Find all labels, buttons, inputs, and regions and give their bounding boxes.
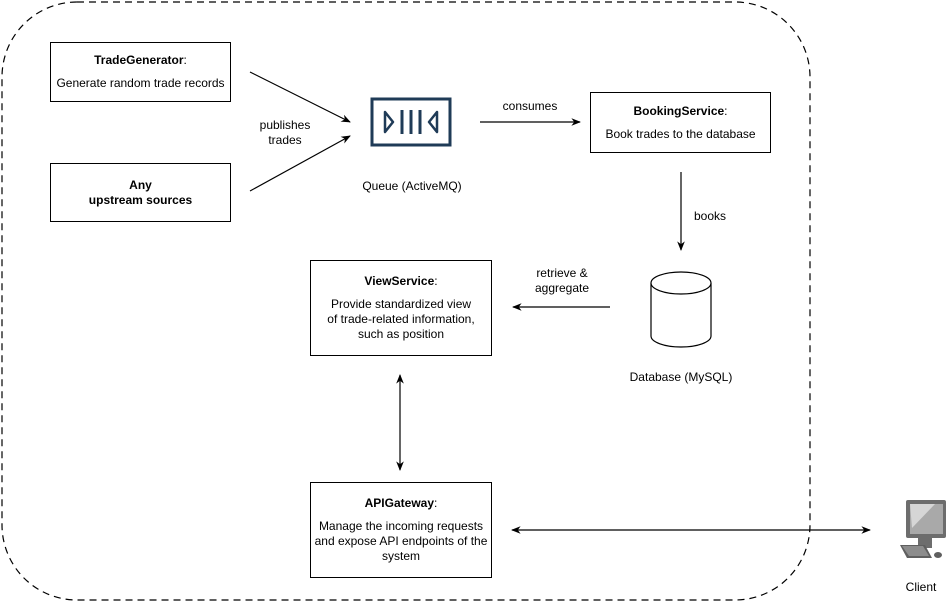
view-service-desc-1: Provide standardized view — [330, 297, 472, 311]
publishes-label-1: publishes — [259, 118, 311, 132]
books-label: books — [693, 209, 727, 223]
api-gateway-desc-1: Manage the incoming requests — [318, 519, 484, 533]
database-label: Database (MySQL) — [629, 370, 733, 384]
retrieve-aggregate-label: retrieve & aggregate — [522, 266, 602, 296]
api-gateway-box: APIGateway: Manage the incoming requests… — [310, 482, 492, 578]
client-label: Client — [905, 580, 937, 594]
arrow-tradegenerator-to-queue — [249, 71, 351, 123]
publishes-label-2: trades — [268, 133, 302, 147]
booking-service-box: BookingService: Book trades to the datab… — [590, 92, 771, 153]
upstream-line-2: upstream sources — [88, 192, 193, 207]
view-service-desc-2: of trade-related information, — [327, 312, 475, 326]
client-computer-icon — [900, 500, 946, 558]
api-gateway-desc-3: system — [381, 549, 420, 563]
queue-icon — [370, 97, 452, 147]
booking-service-desc: Book trades to the database — [605, 126, 756, 141]
api-gateway-desc-2: and expose API endpoints of the — [314, 534, 488, 548]
trade-generator-box: TradeGenerator: Generate random trade re… — [50, 42, 231, 102]
view-service-box: ViewService: Provide standardized view o… — [310, 260, 492, 356]
view-service-desc-3: such as position — [357, 327, 445, 341]
view-service-title: ViewService: — [364, 274, 438, 288]
upstream-sources-box: Any upstream sources — [50, 163, 231, 222]
trade-generator-desc: Generate random trade records — [56, 76, 225, 90]
system-boundary — [1, 1, 811, 601]
trade-generator-title: TradeGenerator: — [94, 53, 187, 67]
upstream-line-1: Any — [129, 177, 152, 192]
retrieve-label-2: aggregate — [534, 281, 590, 295]
database-cylinder-icon — [650, 271, 712, 348]
consumes-label: consumes — [502, 99, 558, 113]
api-gateway-title: APIGateway: — [364, 496, 438, 510]
queue-label: Queue (ActiveMQ) — [362, 179, 462, 193]
arrow-upstream-to-queue — [249, 135, 351, 192]
retrieve-label-1: retrieve & — [536, 266, 588, 280]
booking-service-title: BookingService: — [633, 103, 728, 118]
publishes-label: publishes trades — [250, 118, 320, 148]
